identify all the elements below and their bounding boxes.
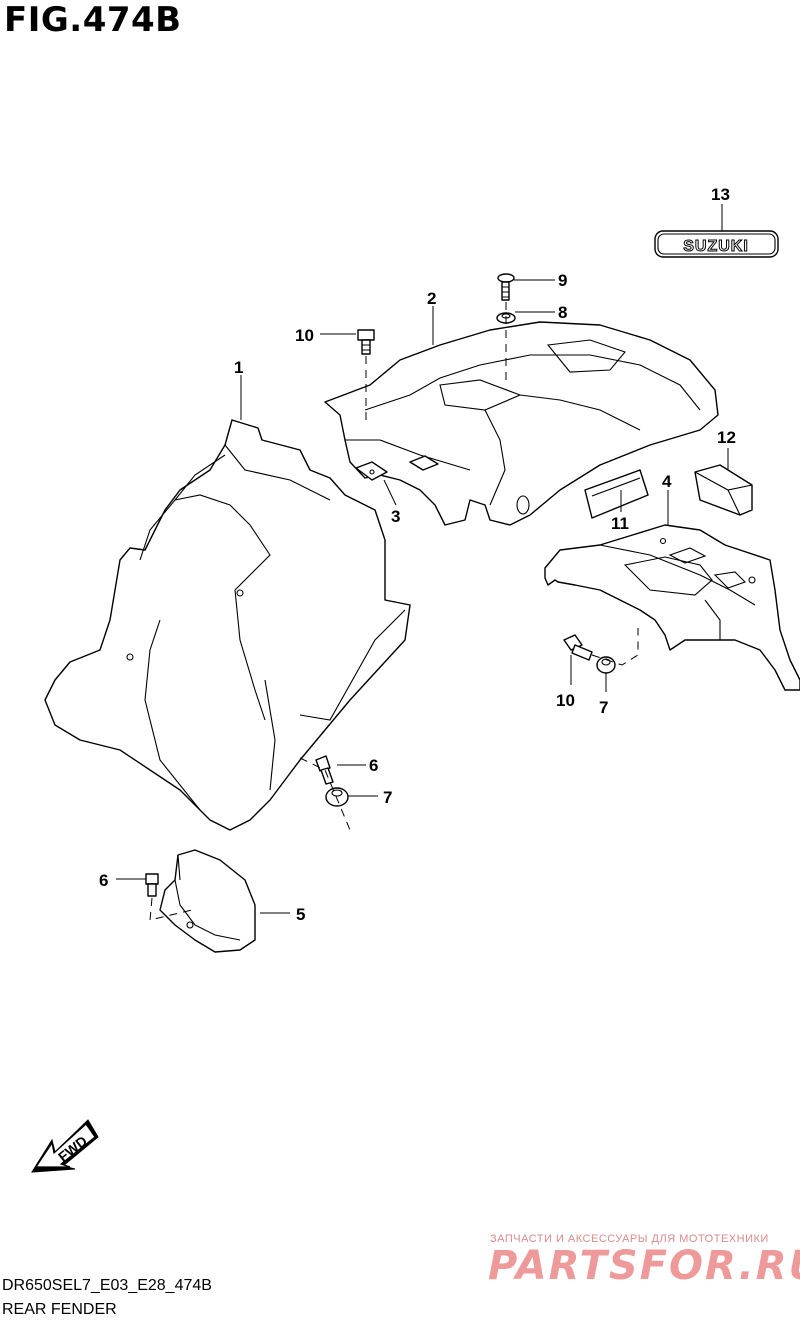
callout-1: 1 [234,358,243,377]
figure-title: FIG.474B [4,0,182,40]
part-13-emblem[interactable]: SUZUKI [654,230,779,258]
watermark-tagline: ЗАПЧАСТИ И АКСЕССУАРЫ ДЛЯ МОТОТЕХНИКИ [490,1233,769,1245]
part-4-bracket[interactable] [544,524,800,691]
callout-3: 3 [391,507,400,526]
part-3-clip[interactable] [355,455,439,481]
emblem-text: SUZUKI [683,238,749,255]
part-11-reflector[interactable] [584,469,649,519]
callout-10a: 10 [295,326,314,345]
part-6-bolt-lower[interactable] [145,873,159,897]
part-6-bolt-mid[interactable] [315,755,334,785]
callout-7b: 7 [599,698,608,717]
callout-5: 5 [296,905,305,924]
callouts: 1 2 3 4 5 6 6 7 7 8 9 10 10 11 12 13 [99,185,736,924]
callout-2: 2 [427,289,436,308]
callout-6b: 6 [99,871,108,890]
callout-4: 4 [662,472,672,491]
fwd-arrow-icon: FWD [31,1119,99,1173]
callout-7a: 7 [383,788,392,807]
leader-lines [116,204,729,914]
callout-9: 9 [558,271,567,290]
part-10-bolt-lower[interactable] [563,634,593,661]
callout-10b: 10 [556,691,575,710]
callout-6a: 6 [369,756,378,775]
watermark-brand: PARTSFOR.RU [488,1243,800,1289]
callout-12: 12 [717,428,736,447]
part-7-nut-mid[interactable] [325,787,349,807]
part-2-rear-fender[interactable] [324,321,719,526]
part-10-bolt-upper[interactable] [357,329,375,355]
part-5-mud-flap[interactable] [159,849,256,953]
diagram-code: DR650SEL7_E03_E28_474B [2,1277,212,1294]
diagram-caption: REAR FENDER [2,1301,117,1318]
part-1-inner-fender[interactable] [44,419,411,831]
assembly-lines [149,302,639,921]
callout-13: 13 [711,185,730,204]
callout-11: 11 [611,514,629,533]
part-9-screw[interactable] [497,273,515,301]
callout-8: 8 [558,303,567,322]
part-12-reflector-block[interactable] [694,464,753,516]
